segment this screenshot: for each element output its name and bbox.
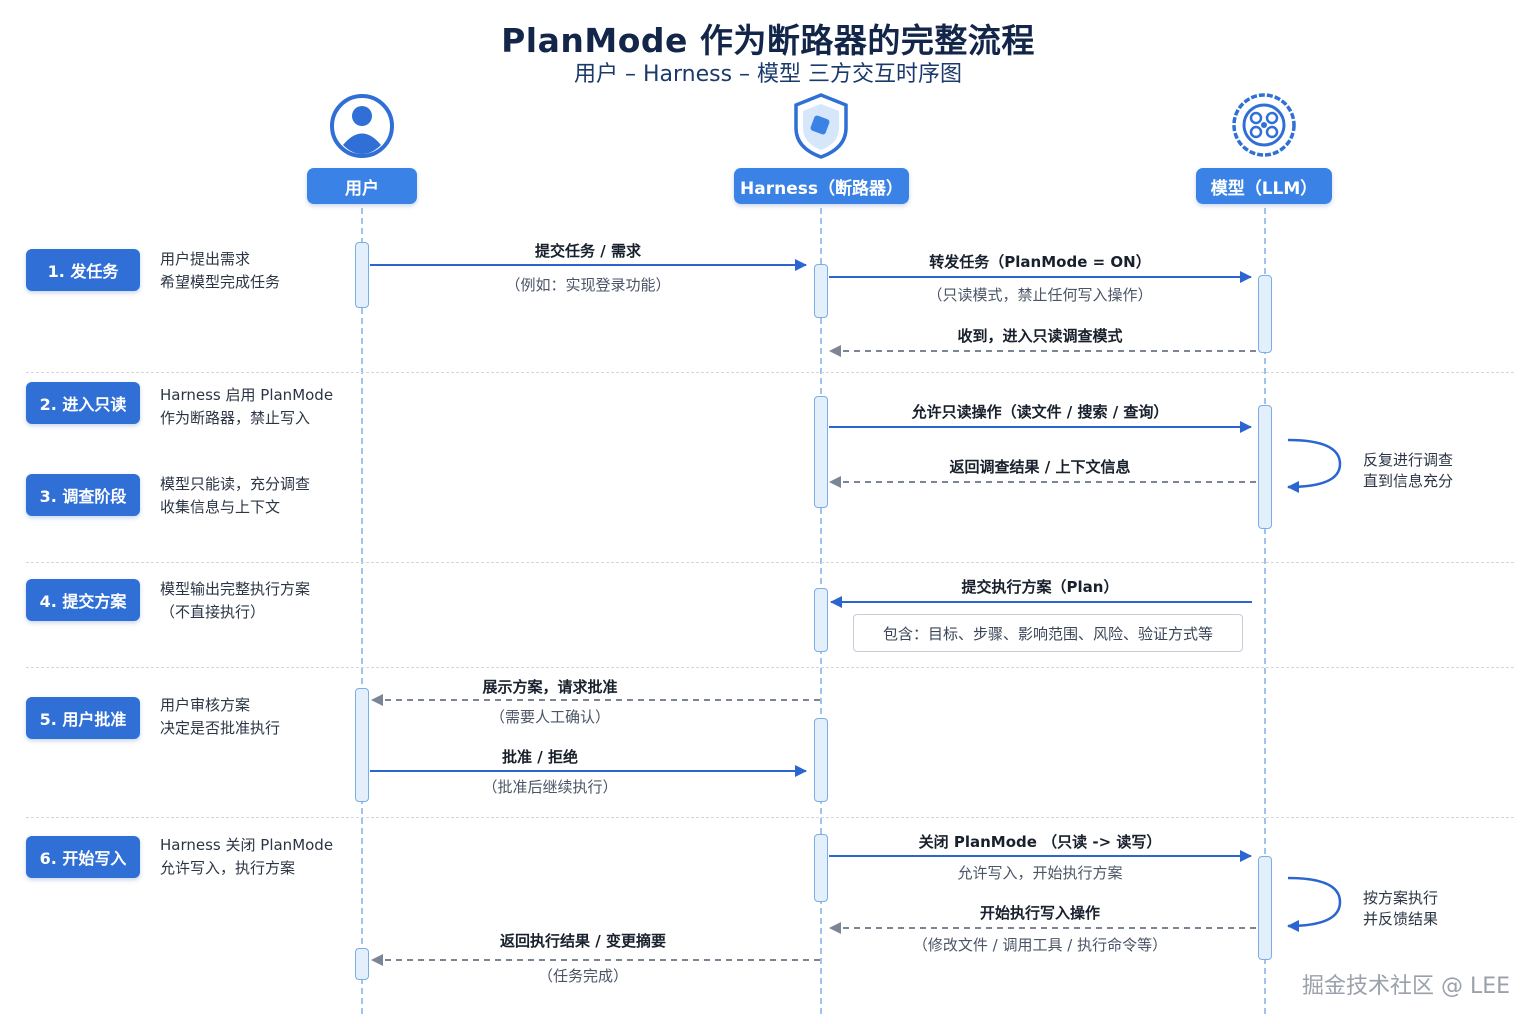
step-badge-2: 2. 进入只读	[26, 382, 140, 424]
msg-label-return-result: 返回执行结果 / 变更摘要	[500, 932, 666, 950]
msg-sub-show-plan: （需要人工确认）	[489, 708, 610, 726]
msg-sub-return-result: （任务完成）	[537, 967, 628, 985]
page-subtitle: 用户 – Harness – 模型 三方交互时序图	[573, 62, 963, 87]
loop-note-investigate: 反复进行调查 直到信息充分	[1363, 450, 1453, 492]
step-desc-3: 模型只能读，充分调查 收集信息与上下文	[160, 473, 310, 519]
activation-bar	[1258, 405, 1272, 529]
step-badge-6: 6. 开始写入	[26, 836, 140, 878]
msg-sub-forward-task: （只读模式，禁止任何写入操作）	[927, 286, 1153, 304]
step-desc-4: 模型输出完整执行方案 （不直接执行）	[160, 578, 310, 624]
lifeline-user	[361, 208, 363, 1014]
msg-label-return-findings: 返回调查结果 / 上下文信息	[949, 458, 1131, 476]
step-desc-line: 作为断路器，禁止写入	[160, 409, 311, 427]
activation-bar	[814, 588, 828, 652]
step-desc-line: 收集信息与上下文	[160, 498, 281, 516]
plan-contents-note: 包含：目标、步骤、影响范围、风险、验证方式等	[853, 614, 1243, 652]
loop-arrow-investigate	[1287, 438, 1342, 493]
loop-note-line: 并反馈结果	[1363, 910, 1439, 928]
page-title: PlanMode 作为断路器的完整流程	[501, 21, 1035, 60]
msg-label-submit-plan: 提交执行方案（Plan）	[961, 578, 1119, 596]
msg-label-close-planmode: 关闭 PlanMode （只读 -> 读写）	[918, 833, 1162, 851]
activation-bar	[355, 688, 369, 802]
loop-note-line: 直到信息充分	[1363, 472, 1454, 490]
msg-sub-approve: （批准后继续执行）	[482, 778, 618, 796]
step-desc-line: Harness 启用 PlanMode	[160, 386, 334, 404]
loop-note-execute: 按方案执行 并反馈结果	[1363, 888, 1438, 930]
actor-model: 模型（LLM）	[1196, 168, 1332, 204]
msg-sub-submit-task: （例如：实现登录功能）	[505, 276, 671, 294]
step-desc-line: （不直接执行）	[160, 603, 266, 621]
shield-icon	[794, 93, 848, 159]
msg-label-forward-task: 转发任务（PlanMode = ON）	[929, 253, 1151, 271]
msg-label-allow-readonly: 允许只读操作（读文件 / 搜索 / 查询）	[911, 403, 1169, 421]
section-divider	[26, 667, 1514, 668]
activation-bar	[355, 948, 369, 980]
step-badge-1: 1. 发任务	[26, 249, 140, 291]
section-divider	[26, 817, 1514, 818]
step-desc-line: 模型只能读，充分调查	[160, 475, 311, 493]
step-badge-3: 3. 调查阶段	[26, 474, 140, 516]
msg-sub-start-write: （修改文件 / 调用工具 / 执行命令等）	[912, 936, 1168, 954]
actor-user: 用户	[307, 168, 417, 204]
msg-label-approve: 批准 / 拒绝	[502, 748, 578, 766]
activation-bar	[1258, 275, 1272, 353]
msg-label-start-write: 开始执行写入操作	[979, 904, 1100, 922]
step-desc-line: 希望模型完成任务	[160, 273, 281, 291]
step-desc-line: 允许写入，执行方案	[160, 859, 296, 877]
brain-icon	[1232, 93, 1296, 157]
step-desc-line: 用户提出需求	[160, 250, 251, 268]
loop-arrow-execute	[1287, 876, 1342, 932]
activation-bar	[355, 242, 369, 308]
activation-bar	[814, 396, 828, 508]
msg-label-show-plan: 展示方案，请求批准	[482, 678, 618, 696]
step-desc-line: 用户审核方案	[160, 696, 251, 714]
step-desc-line: 模型输出完整执行方案	[160, 580, 311, 598]
step-badge-5: 5. 用户批准	[26, 697, 140, 739]
section-divider	[26, 562, 1514, 563]
msg-label-submit-task: 提交任务 / 需求	[535, 242, 641, 260]
lifeline-model	[1264, 208, 1266, 1014]
step-desc-line: 决定是否批准执行	[160, 719, 281, 737]
watermark: 掘金技术社区 @ LEE	[1301, 974, 1510, 999]
step-desc-1: 用户提出需求 希望模型完成任务	[160, 248, 280, 294]
activation-bar	[814, 834, 828, 902]
msg-label-ack: 收到，进入只读调查模式	[957, 327, 1123, 345]
actor-harness: Harness（断路器）	[734, 168, 909, 204]
activation-bar	[1258, 856, 1272, 960]
activation-bar	[814, 718, 828, 802]
activation-bar	[814, 264, 828, 318]
section-divider	[26, 372, 1514, 373]
step-desc-line: Harness 关闭 PlanMode	[160, 836, 334, 854]
step-desc-5: 用户审核方案 决定是否批准执行	[160, 694, 280, 740]
loop-note-line: 反复进行调查	[1363, 451, 1454, 469]
user-avatar-icon	[330, 94, 394, 158]
msg-sub-close-planmode: 允许写入，开始执行方案	[957, 864, 1123, 882]
step-badge-4: 4. 提交方案	[26, 579, 140, 621]
loop-note-line: 按方案执行	[1363, 889, 1439, 907]
step-desc-2: Harness 启用 PlanMode 作为断路器，禁止写入	[160, 384, 333, 430]
step-desc-6: Harness 关闭 PlanMode 允许写入，执行方案	[160, 834, 333, 880]
